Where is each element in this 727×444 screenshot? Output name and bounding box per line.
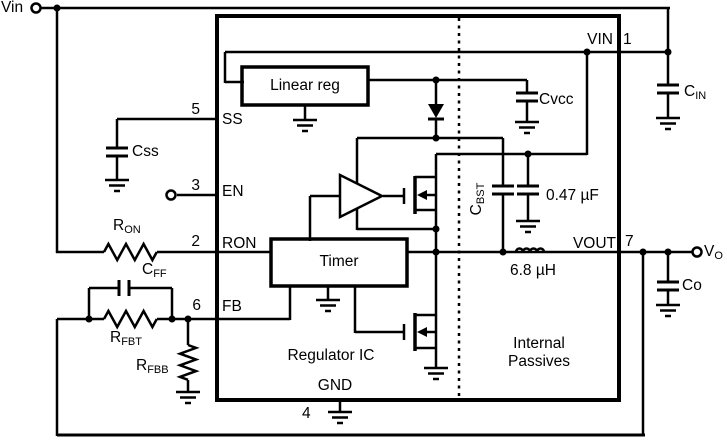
wires — [41, 6, 692, 437]
low-side-fet-ground — [424, 366, 448, 381]
low-side-mosfet — [402, 313, 436, 351]
cin-ground — [656, 116, 680, 131]
pin-label-gnd: GND — [317, 377, 353, 394]
co-label: Co — [682, 277, 702, 294]
cin-capacitor — [657, 83, 679, 95]
pin-label-vout: VOUT — [572, 235, 616, 252]
rfbt-resistor — [102, 308, 158, 330]
pin-number-2: 2 — [191, 233, 200, 250]
cvcc-label: Cvcc — [539, 91, 574, 108]
section-label-internal-passives: Internal Passives — [507, 335, 571, 370]
rfbb-label: RFBB — [136, 357, 169, 376]
terminal-circles — [30, 2, 703, 258]
ground-symbols — [105, 116, 680, 425]
ron-resistor-label: RON — [113, 217, 141, 236]
co-capacitor — [657, 280, 679, 292]
inductor-label: 6.8 µH — [510, 262, 556, 279]
pin-number-6: 6 — [192, 297, 201, 314]
timer-label: Timer — [319, 253, 359, 270]
gate-driver-amp — [338, 172, 385, 220]
high-side-mosfet — [402, 175, 436, 214]
rfbt-label: RFBT — [110, 329, 142, 348]
cvcc-ground — [515, 120, 539, 135]
cbst-label: CBST — [468, 182, 487, 216]
en-terminal — [165, 189, 177, 201]
output-inductor — [514, 247, 546, 253]
linear-reg-label: Linear reg — [270, 77, 340, 94]
timer-block — [269, 237, 409, 288]
cff-label: CFF — [142, 261, 167, 280]
pin-number-7: 7 — [625, 233, 634, 250]
ic-boundary-box — [215, 14, 621, 402]
vin-terminal — [30, 2, 42, 14]
css-capacitor — [106, 146, 128, 158]
cvcc-capacitor — [516, 91, 538, 103]
ron-resistor — [102, 241, 158, 263]
vin-terminal-label: Vin — [1, 0, 24, 16]
pin-label-vin: VIN — [587, 31, 613, 48]
pin-number-5: 5 — [191, 101, 200, 118]
pin-number-4: 4 — [302, 405, 311, 422]
pin-number-1: 1 — [623, 31, 632, 48]
timer-ground — [316, 298, 340, 313]
rfbb-resistor — [176, 343, 200, 381]
css-label: Css — [132, 143, 159, 160]
bypass-cap-label: 0.47 µF — [546, 187, 599, 204]
cff-capacitor — [117, 280, 131, 296]
css-ground — [105, 178, 129, 193]
gnd-pin-ground — [328, 410, 352, 425]
pin-label-ss: SS — [222, 111, 243, 128]
pin-label-fb: FB — [222, 298, 242, 315]
section-label-regulator-ic: Regulator IC — [287, 347, 375, 364]
bypass-cap-ground — [516, 219, 540, 234]
boost-diode — [428, 104, 444, 121]
cbst-capacitor — [492, 184, 514, 196]
bypass-capacitor — [517, 184, 539, 196]
junction-dots — [53, 4, 672, 323]
vo-terminal — [691, 246, 703, 258]
co-ground — [656, 303, 680, 318]
linear-reg-ground — [293, 118, 317, 133]
cin-label: CIN — [684, 83, 707, 102]
vo-terminal-label: VO — [704, 243, 723, 262]
pin-number-3: 3 — [191, 177, 200, 194]
rfbb-ground — [176, 390, 200, 405]
pin-label-en: EN — [222, 183, 244, 200]
pin-label-ron: RON — [222, 235, 257, 252]
